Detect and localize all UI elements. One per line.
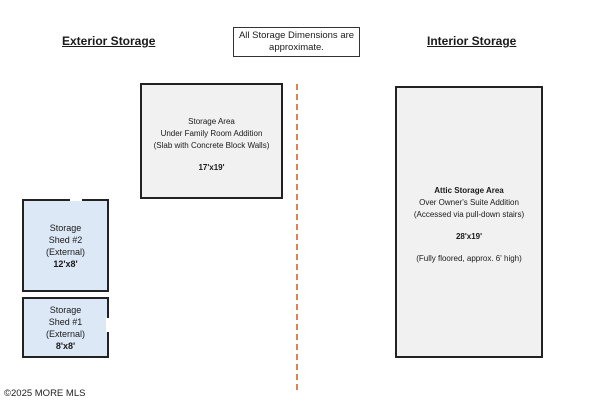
shed1-type: (External) bbox=[45, 329, 85, 339]
attic-storage-area: Attic Storage Area Over Owner's Suite Ad… bbox=[395, 86, 543, 358]
dimensions-note: All Storage Dimensions are approximate. bbox=[233, 27, 360, 57]
shed2-number: Shed #2 bbox=[48, 235, 83, 245]
attic-title: Attic Storage Area bbox=[434, 186, 504, 195]
room-description: (Slab with Concrete Block Walls) bbox=[153, 141, 270, 150]
storage-shed-1: Storage Shed #1 (External) 8'x8' bbox=[22, 297, 109, 358]
dimensions-note-line2: approximate. bbox=[269, 42, 324, 53]
shed2-size: 12'x8' bbox=[53, 259, 78, 269]
shed1-door-gap bbox=[106, 318, 110, 332]
attic-note: (Fully floored, approx. 6' high) bbox=[416, 254, 522, 263]
shed2-type: (External) bbox=[45, 247, 85, 257]
dimensions-note-line1: All Storage Dimensions are bbox=[238, 30, 355, 41]
attic-subtitle: Over Owner's Suite Addition bbox=[419, 198, 519, 207]
room-title: Storage Area bbox=[188, 117, 235, 126]
room-size: 17'x19' bbox=[198, 163, 225, 172]
room-subtitle: Under Family Room Addition bbox=[160, 129, 263, 138]
interior-storage-heading: Interior Storage bbox=[427, 34, 517, 48]
shed1-number: Shed #1 bbox=[48, 317, 83, 327]
shed1-size: 8'x8' bbox=[55, 341, 76, 351]
attic-size: 28'x19' bbox=[455, 232, 483, 241]
room-under-family-room: Storage Area Under Family Room Addition … bbox=[140, 83, 283, 199]
shed2-door-gap bbox=[70, 198, 82, 201]
shed1-title: Storage bbox=[49, 305, 82, 315]
copyright-watermark: ©2025 MORE MLS bbox=[4, 388, 86, 399]
shed2-title: Storage bbox=[49, 223, 82, 233]
storage-shed-2: Storage Shed #2 (External) 12'x8' bbox=[22, 199, 109, 292]
exterior-storage-heading: Exterior Storage bbox=[62, 34, 156, 48]
attic-access: (Accessed via pull-down stairs) bbox=[413, 210, 525, 219]
